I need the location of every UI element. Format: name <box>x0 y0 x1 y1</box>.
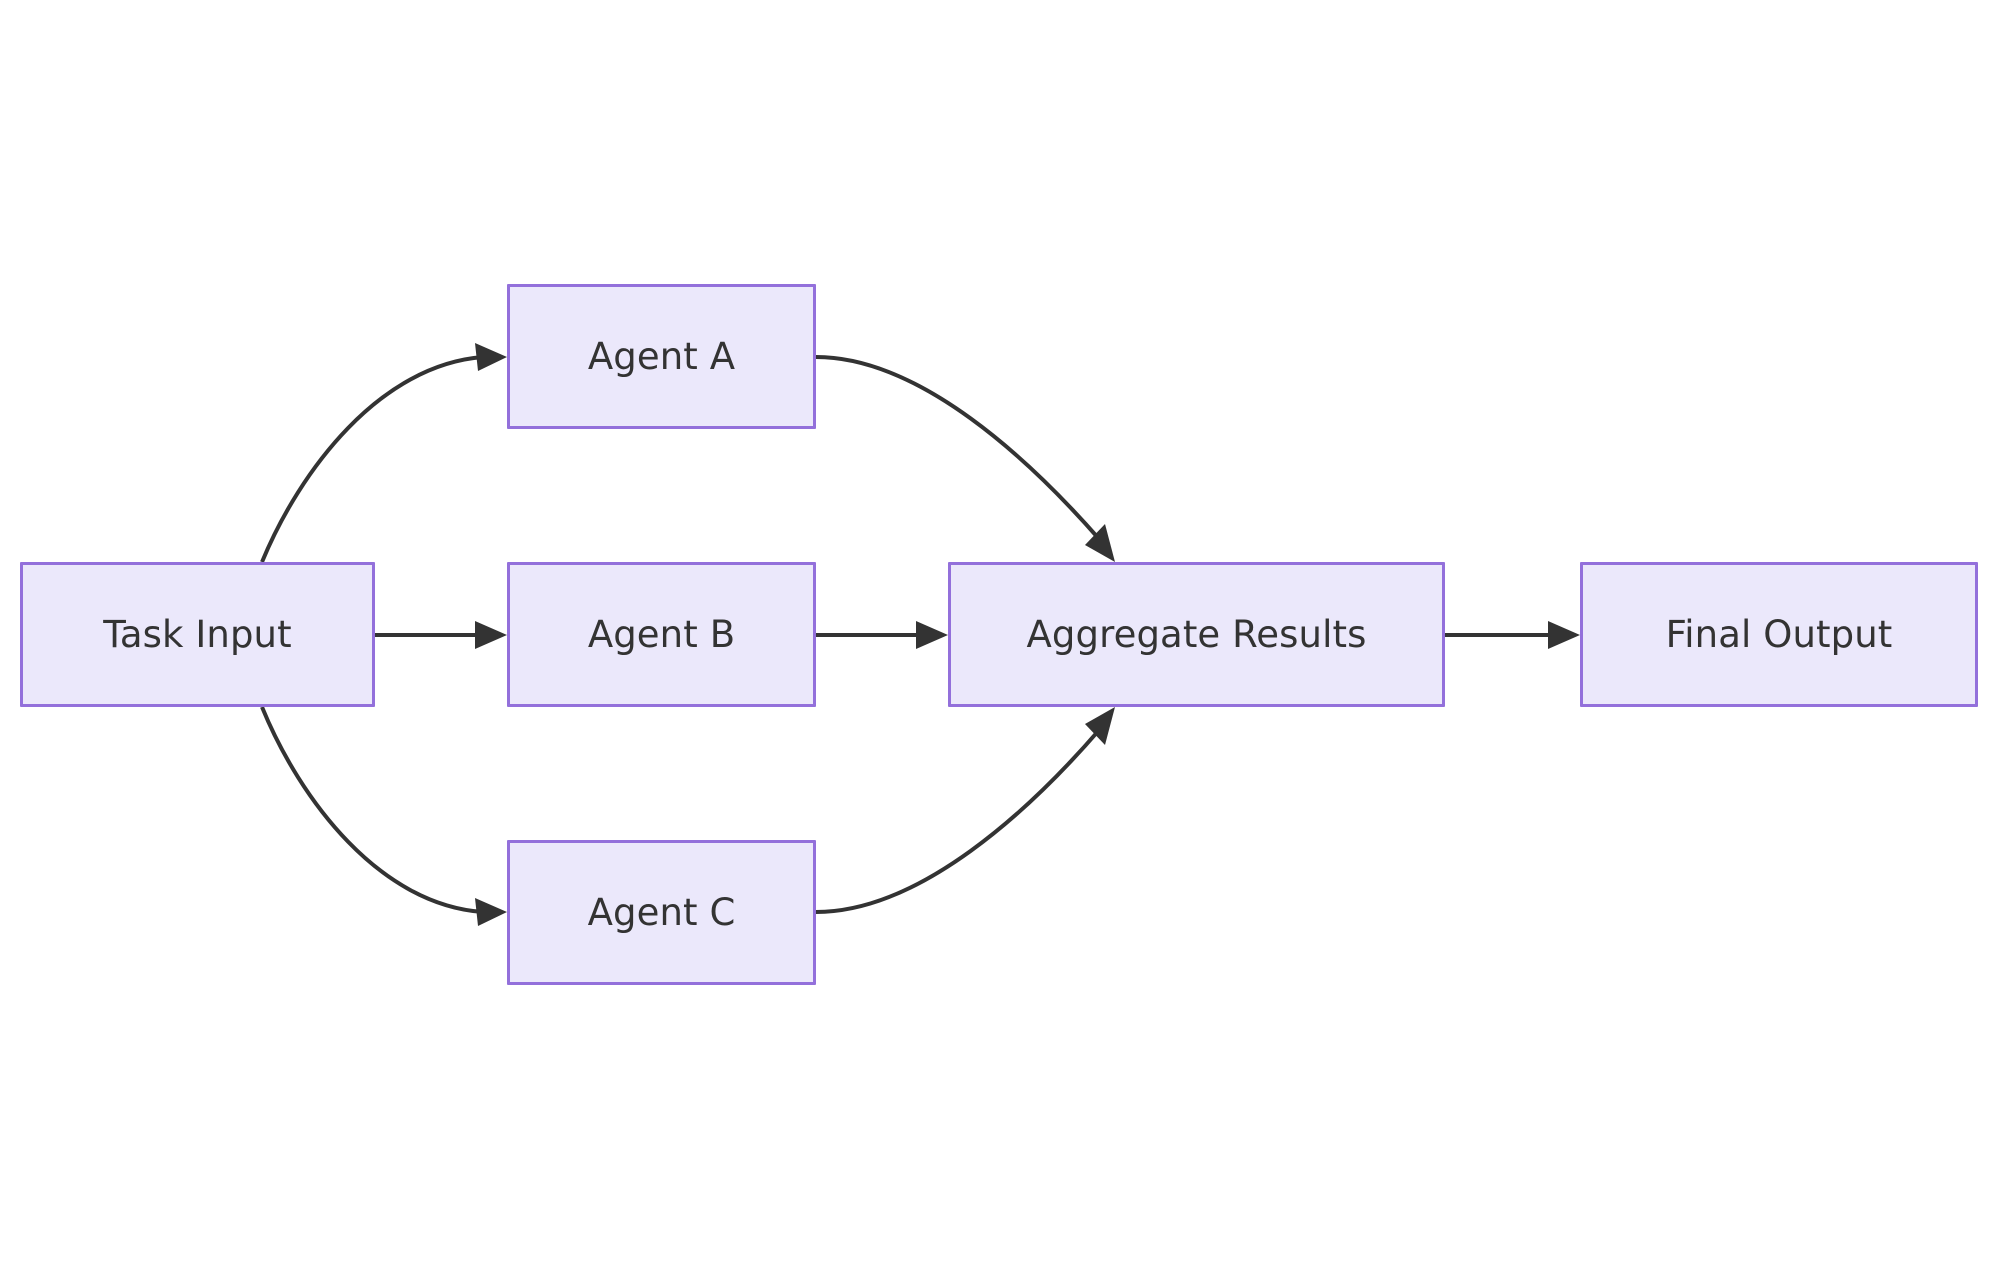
edge-agent-b-aggregate <box>816 621 948 649</box>
node-final-output-label: Final Output <box>1665 613 1893 656</box>
edge-agent-c-aggregate <box>815 707 1115 914</box>
node-task-input-label: Task Input <box>103 613 292 656</box>
arrow-head-icon <box>1085 707 1115 745</box>
node-agent-a-label: Agent A <box>587 335 736 378</box>
node-aggregate-results[interactable]: Aggregate Results <box>948 562 1445 707</box>
arrow-head-icon <box>475 621 507 649</box>
arrow-head-icon <box>916 621 948 649</box>
edge-agent-a-aggregate <box>815 355 1115 562</box>
node-aggregate-results-label: Aggregate Results <box>1026 613 1367 656</box>
edge-task-input-agent-b <box>375 621 507 649</box>
edge-aggregate-final-output <box>1445 621 1580 649</box>
node-final-output[interactable]: Final Output <box>1580 562 1978 707</box>
arrow-head-icon <box>1548 621 1580 649</box>
node-agent-c[interactable]: Agent C <box>507 840 816 985</box>
edge-task-input-agent-a <box>260 343 507 563</box>
arrow-head-icon <box>475 343 507 371</box>
node-agent-b[interactable]: Agent B <box>507 562 816 707</box>
node-agent-c-label: Agent C <box>587 891 736 934</box>
node-agent-b-label: Agent B <box>587 613 736 656</box>
arrow-head-icon <box>475 898 507 926</box>
arrow-head-icon <box>1085 524 1115 562</box>
node-agent-a[interactable]: Agent A <box>507 284 816 429</box>
edge-task-input-agent-c <box>260 706 507 926</box>
node-task-input[interactable]: Task Input <box>20 562 375 707</box>
